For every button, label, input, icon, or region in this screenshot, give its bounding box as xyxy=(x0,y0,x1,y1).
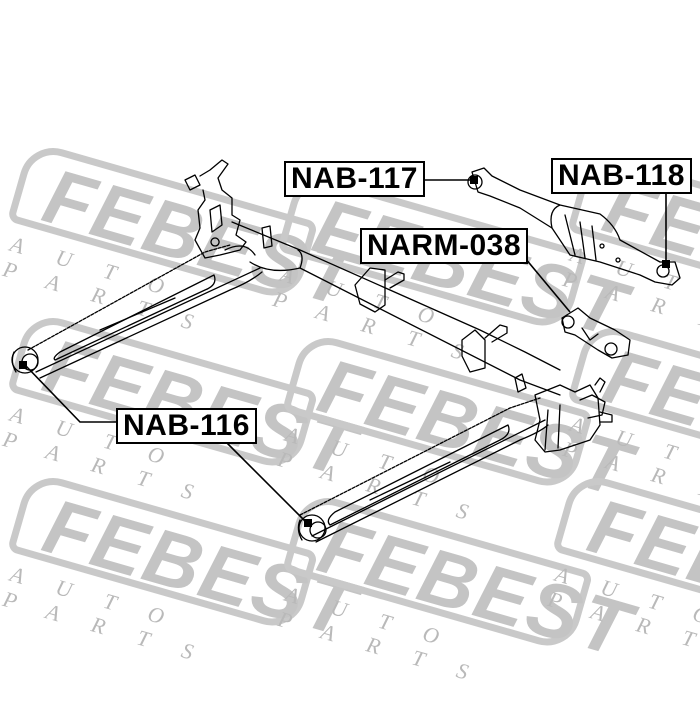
part-markers xyxy=(19,176,670,527)
right-trailing-arm xyxy=(299,397,549,543)
diagram-canvas: FEBEST AUTO PARTS FEBEST AUTO PARTS FEBE… xyxy=(0,140,700,694)
right-knuckle xyxy=(534,377,613,453)
marker-nab-118 xyxy=(662,260,670,268)
suspension-drawing xyxy=(11,159,681,543)
marker-nab-116-left xyxy=(19,361,27,369)
left-trailing-arm xyxy=(27,244,263,379)
marker-nab-116-right xyxy=(304,519,312,527)
cross-beam xyxy=(224,221,561,396)
center-brackets xyxy=(354,267,527,393)
left-knuckle xyxy=(184,159,273,259)
left-bushing xyxy=(11,346,39,374)
toe-link-arm xyxy=(561,307,631,359)
part-label-nab-116[interactable]: NAB-116 xyxy=(116,408,257,444)
upper-lateral-arm xyxy=(467,167,681,286)
part-label-narm-038[interactable]: NARM-038 xyxy=(360,228,529,264)
part-label-nab-118[interactable]: NAB-118 xyxy=(551,158,692,194)
right-bushing xyxy=(297,514,327,542)
part-label-nab-117[interactable]: NAB-117 xyxy=(284,161,425,197)
marker-nab-117 xyxy=(470,176,478,184)
leader-lines xyxy=(25,179,667,523)
